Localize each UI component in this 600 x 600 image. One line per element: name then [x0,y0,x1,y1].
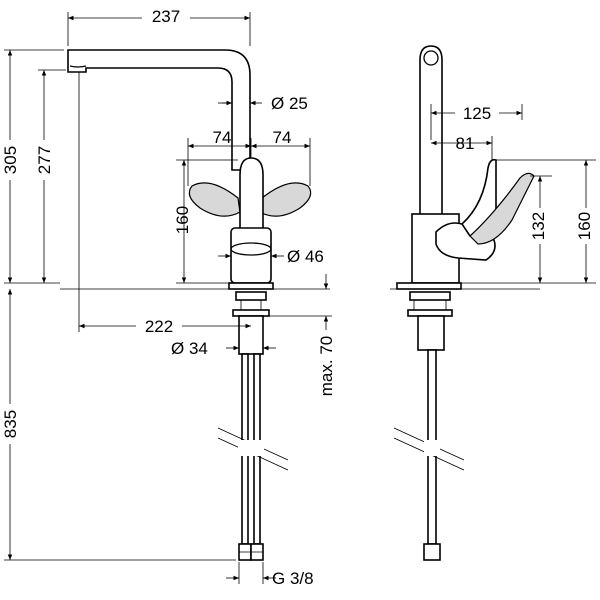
dim-spout-reach: 237 [152,7,180,26]
side-hose-fitting [423,543,441,561]
dim-hose-length: 835 [1,410,20,438]
dim-shank-diameter: Ø 34 [171,339,208,358]
side-cartridge [435,222,496,261]
side-base-plate [396,282,462,290]
shank-body [238,315,264,355]
base-plate [228,282,274,290]
dim-total-height: 305 [1,146,20,174]
spout-outline [67,49,251,171]
dim-spout-height: 277 [35,146,54,174]
side-shank-washer [407,309,453,317]
spout-aerator [69,65,87,68]
body-band [230,242,272,256]
dim-lever-left: 74 [213,128,232,147]
dim-lever-right: 74 [273,128,292,147]
side-lever-ghost [469,172,535,245]
shank-nut [235,291,267,301]
side-view: 125 81 132 160 [390,45,596,561]
dim-max-deck: max. 70 [317,336,336,396]
dim-base-offset: 222 [145,317,173,336]
side-spout-head [423,50,439,66]
dim-body-diameter: Ø 46 [287,247,324,266]
dim-thread: G 3/8 [272,569,314,588]
lever-ghost-right [259,182,312,217]
dim-spout-diameter: Ø 25 [271,94,308,113]
dim-lever-height: 160 [173,206,192,234]
dim-lever-height-132: 132 [529,212,548,240]
dim-lever-height-160: 160 [575,212,594,240]
front-view: 237 Ø 25 74 74 160 Ø 46 305 277 [1,6,336,588]
dim-lever-offset: 81 [456,134,475,153]
dim-lever-reach: 125 [463,104,491,123]
shank-washer [232,309,270,317]
lever-ghost-left [188,182,241,217]
side-shank-nut [409,291,451,301]
side-shank-body [417,315,445,351]
lever-front [239,157,264,231]
